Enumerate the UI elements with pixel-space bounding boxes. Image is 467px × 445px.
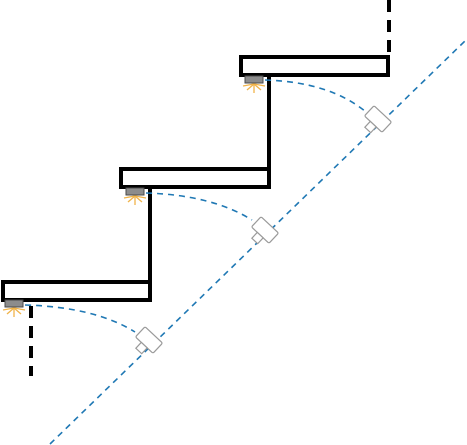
sightline-arc (264, 79, 367, 113)
step-light-fixture-icon (244, 75, 264, 84)
step-light-bottom (2, 299, 163, 355)
light-rays-icon (2, 307, 26, 317)
sensor-head-icon (134, 326, 163, 355)
step-light-middle (123, 187, 279, 245)
step-light-top (242, 75, 392, 134)
tread-middle (119, 167, 271, 189)
sightline-arc (24, 304, 136, 333)
sensor-head-icon (363, 105, 392, 134)
light-rays-icon (123, 195, 147, 205)
sightline-arc (145, 192, 253, 221)
light-rays-icon (242, 83, 266, 93)
step-light-fixture-icon (125, 187, 145, 196)
tread-top (239, 55, 390, 77)
tread-bottom (1, 280, 152, 302)
step-light-fixture-icon (4, 299, 24, 308)
sensor-head-icon (250, 216, 279, 245)
